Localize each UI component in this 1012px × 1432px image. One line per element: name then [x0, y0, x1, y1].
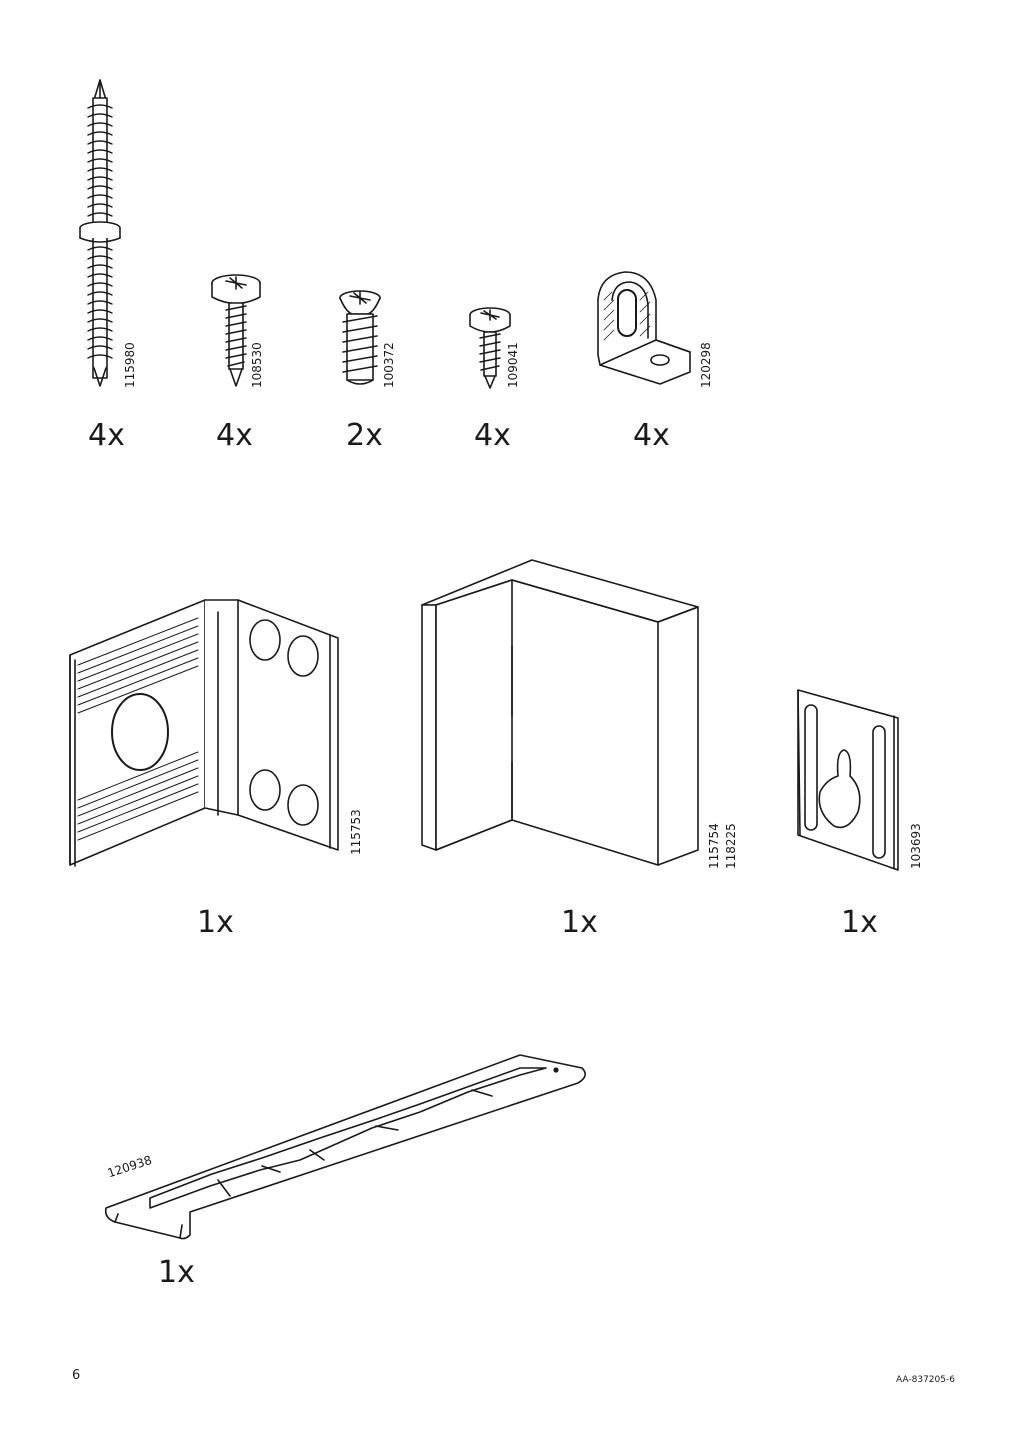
document-id: AA-837205-6: [896, 1375, 955, 1385]
corner-bracket-115753-icon: [70, 600, 338, 866]
part-code-108530: 108530: [250, 342, 264, 388]
part-code-109041: 109041: [506, 342, 520, 388]
part-code-103693: 103693: [909, 823, 923, 869]
hanging-rail-120938-icon: [106, 1055, 586, 1239]
quantity-115980: 4x: [88, 418, 125, 453]
quantity-120298: 4x: [633, 418, 670, 453]
angle-bracket-120298-icon: [598, 272, 690, 384]
quantity-100372: 2x: [346, 418, 383, 453]
part-code-118225: 118225: [724, 823, 738, 869]
pan-head-screw-108530-icon: [212, 275, 260, 386]
part-code-120298: 120298: [699, 342, 713, 388]
long-screw-115980-icon: [80, 80, 120, 386]
countersunk-screw-100372-icon: [340, 291, 380, 384]
pan-head-screw-109041-icon: [470, 308, 510, 388]
corner-block-115754-icon: [422, 560, 698, 865]
part-code-115980: 115980: [123, 342, 137, 388]
page-number: 6: [72, 1368, 81, 1383]
quantity-115754: 1x: [561, 905, 598, 940]
quantity-108530: 4x: [216, 418, 253, 453]
quantity-103693: 1x: [841, 905, 878, 940]
part-code-115754: 115754: [707, 823, 721, 869]
quantity-115753: 1x: [197, 905, 234, 940]
part-code-100372: 100372: [382, 342, 396, 388]
keyhole-hanger-103693-icon: [798, 690, 898, 870]
quantity-120938: 1x: [158, 1255, 195, 1290]
part-code-115753: 115753: [349, 809, 363, 855]
quantity-109041: 4x: [474, 418, 511, 453]
